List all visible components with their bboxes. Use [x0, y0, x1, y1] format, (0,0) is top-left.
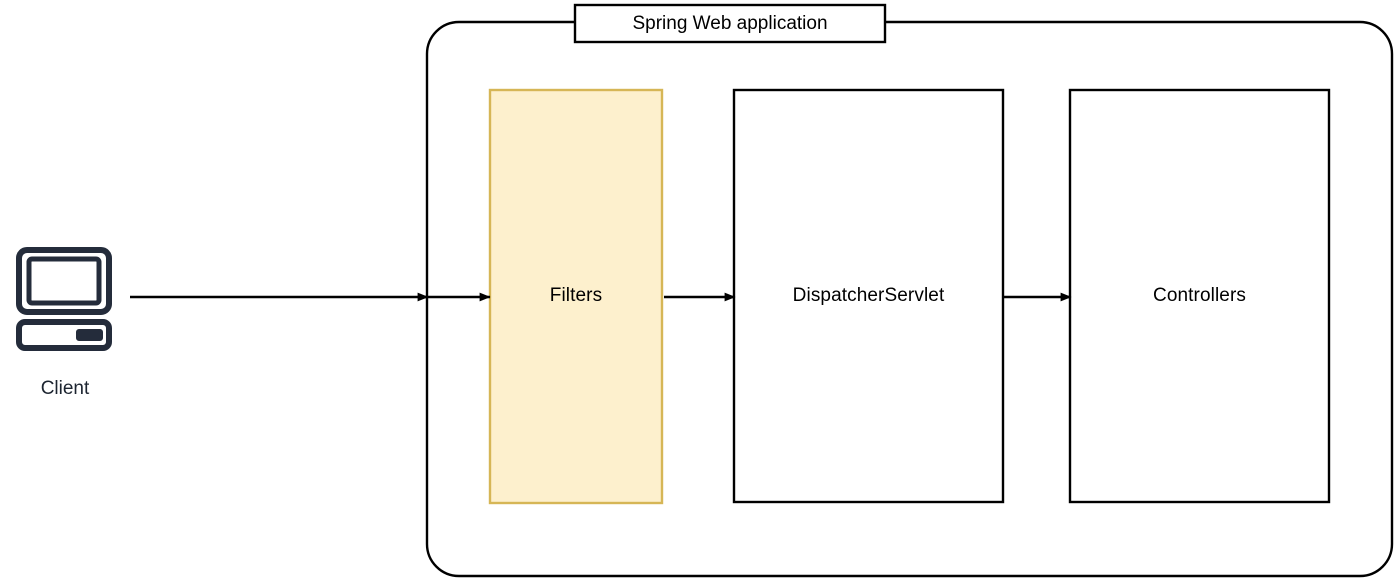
- dispatcher-servlet-node[interactable]: [732, 88, 1005, 504]
- controllers-node[interactable]: [1068, 88, 1331, 504]
- diagram-title-box: [573, 3, 887, 44]
- client-desktop-computer-icon: [16, 247, 112, 351]
- diagram-title: Spring Web application: [632, 12, 828, 34]
- client-label: Client: [40, 378, 90, 399]
- filters-node[interactable]: [488, 88, 664, 505]
